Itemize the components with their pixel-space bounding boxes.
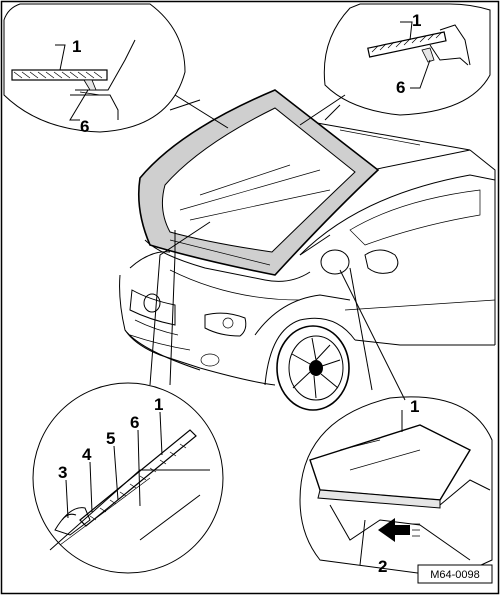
leader-lines — [149, 94, 406, 401]
detail-bottom-left: 3 4 5 6 1 — [32, 382, 224, 574]
vw-badge — [143, 293, 161, 313]
car-body — [119, 119, 496, 411]
front-wheel — [276, 325, 350, 411]
detail-top-right: 1 6 — [323, 3, 491, 116]
callout-bottom-right-1: 1 — [410, 397, 419, 416]
detail-top-left: 1 6 — [3, 3, 186, 136]
front-grille — [129, 289, 176, 326]
callout-top-left-6: 6 — [80, 117, 89, 136]
callout-bottom-left-1: 1 — [154, 395, 163, 414]
figure-reference-label: M64-0098 — [430, 569, 480, 581]
figure-reference: M64-0098 — [417, 564, 493, 584]
headlight — [204, 312, 247, 337]
callout-bottom-left-3: 3 — [58, 463, 67, 482]
detail-bottom-right: 1 2 — [299, 396, 493, 579]
callout-bottom-right-2: 2 — [378, 557, 387, 576]
side-mirror — [364, 249, 399, 274]
callout-bottom-left-5: 5 — [106, 429, 115, 448]
callout-top-left-1: 1 — [72, 37, 81, 56]
callout-bottom-left-4: 4 — [82, 445, 92, 464]
arrow-icon — [378, 518, 410, 542]
callout-top-right-6: 6 — [396, 78, 405, 97]
callout-top-right-1: 1 — [412, 11, 421, 30]
windscreen-glass — [161, 107, 356, 253]
callout-bottom-left-6: 6 — [130, 413, 139, 432]
windscreen — [137, 89, 380, 276]
